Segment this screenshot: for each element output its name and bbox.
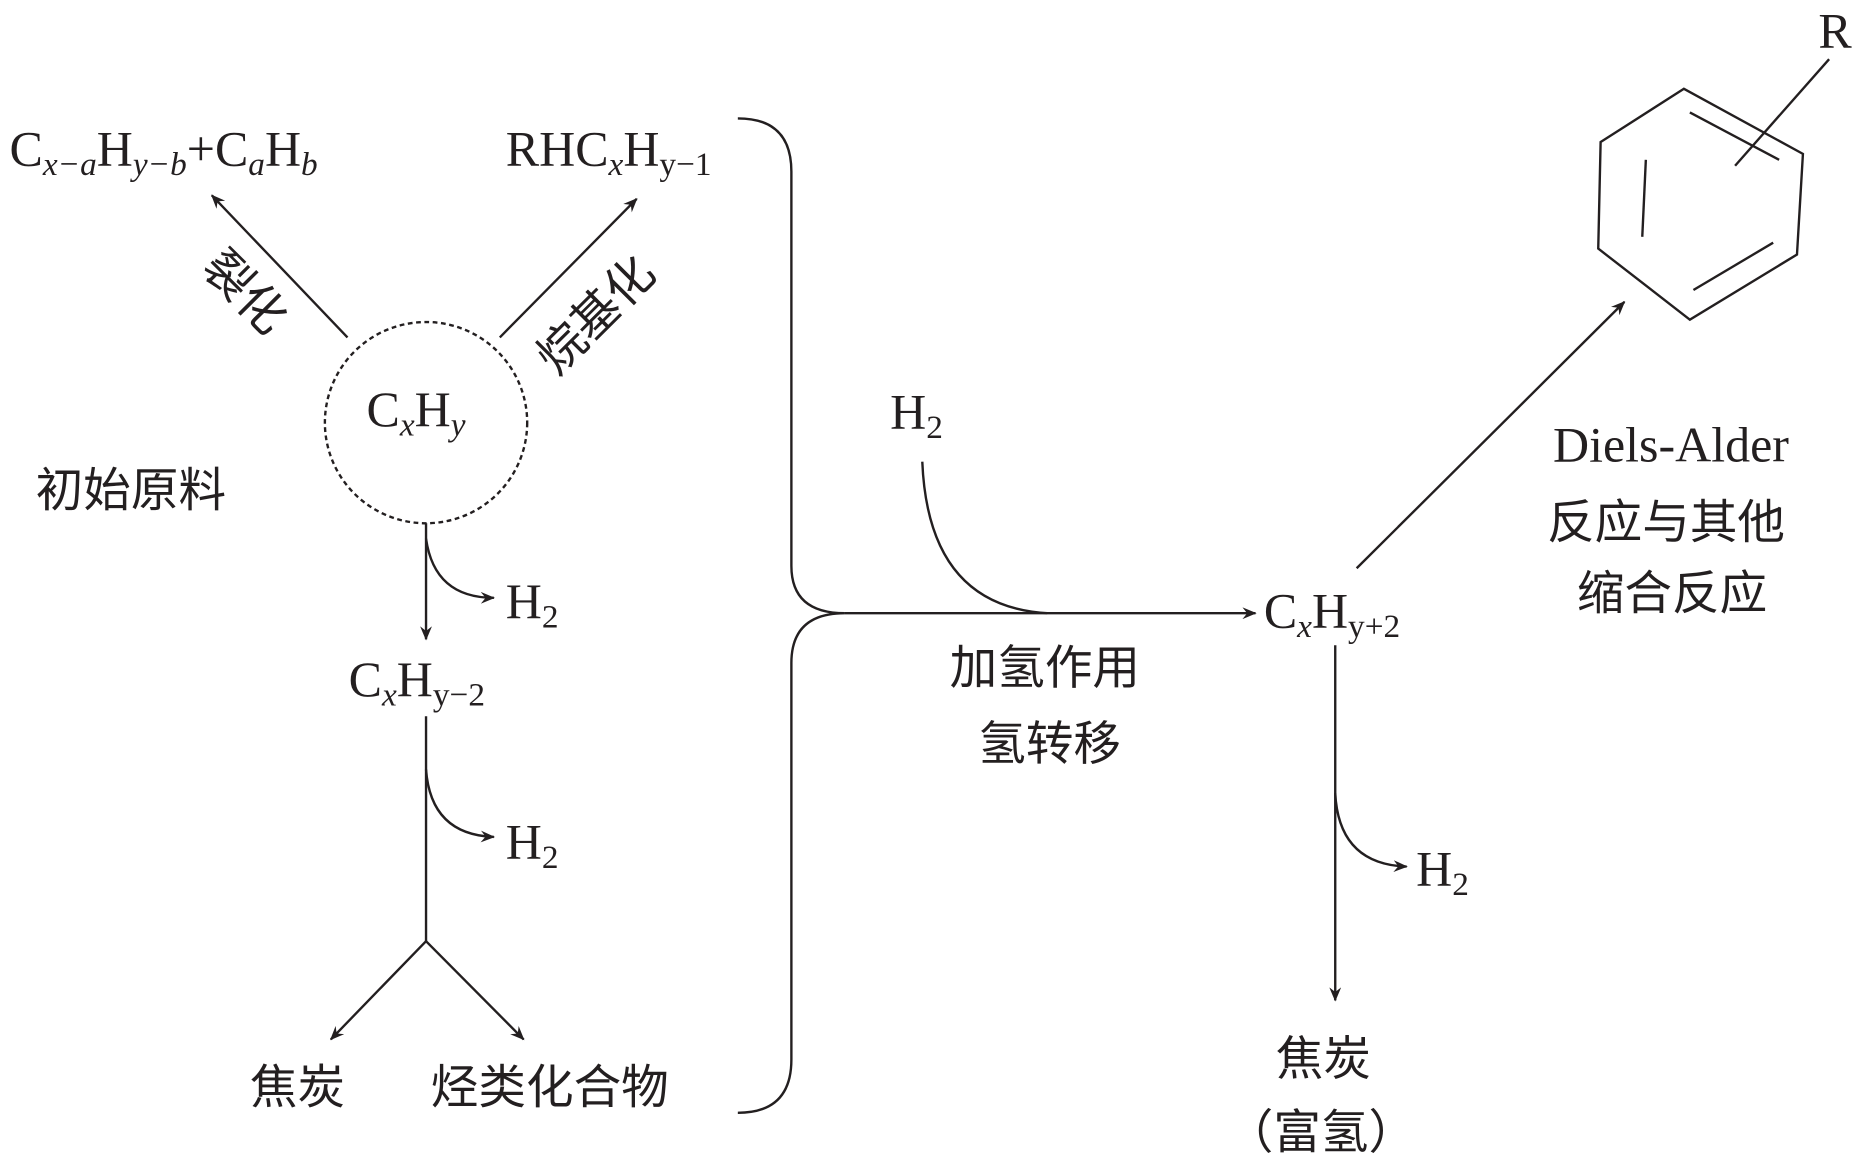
diels-alder-arrow	[1355, 301, 1626, 570]
benzene-ring: R	[1597, 3, 1852, 322]
coke-arrow	[329, 940, 427, 1041]
h2-label-2: H2	[506, 814, 559, 875]
rich-hydrogen-label: （富氢）	[1226, 1105, 1416, 1160]
h2-feed-label: H2	[890, 385, 943, 446]
feed-formula: CxHy	[367, 382, 466, 443]
cracking-arrow	[210, 194, 349, 339]
h2-label-1: H2	[506, 574, 559, 635]
alkylation-arrow	[498, 198, 638, 339]
coke-rich-label: 焦炭	[1276, 1032, 1371, 1087]
hydrogenation-label: 加氢作用	[950, 641, 1140, 696]
hydrocarbons-label: 烃类化合物	[431, 1060, 669, 1115]
hydrocarbons-arrow	[425, 940, 525, 1041]
h2-label-3: H2	[1416, 842, 1469, 903]
h2-release-arrow-2	[424, 769, 496, 843]
dehydro-formula: CxHy−2	[349, 652, 485, 713]
diels-alder-label: Diels-Alder	[1553, 418, 1789, 473]
h2-feed-curve	[921, 461, 1048, 615]
coke-label: 焦炭	[250, 1060, 345, 1115]
hydro-formula: CxHy+2	[1264, 584, 1400, 645]
h2-release-arrow-1	[424, 538, 496, 604]
cracking-label: 裂化	[191, 240, 297, 346]
feed-label: 初始原料	[36, 464, 226, 519]
condensation-label: 缩合反应	[1577, 567, 1767, 622]
h2-release-arrow-3	[1334, 793, 1408, 873]
r-group-label: R	[1818, 3, 1852, 58]
cracking-product-formula: Cx−aHy−b+CaHb	[10, 122, 318, 183]
reaction-other-label: 反应与其他	[1547, 496, 1785, 551]
hydrogen-transfer-label: 氢转移	[978, 717, 1121, 772]
alkylation-label: 烷基化	[526, 246, 666, 385]
r-bond	[1734, 58, 1831, 167]
bracket	[737, 117, 845, 1114]
alkylation-product-formula: RHCxHy−1	[506, 122, 712, 183]
